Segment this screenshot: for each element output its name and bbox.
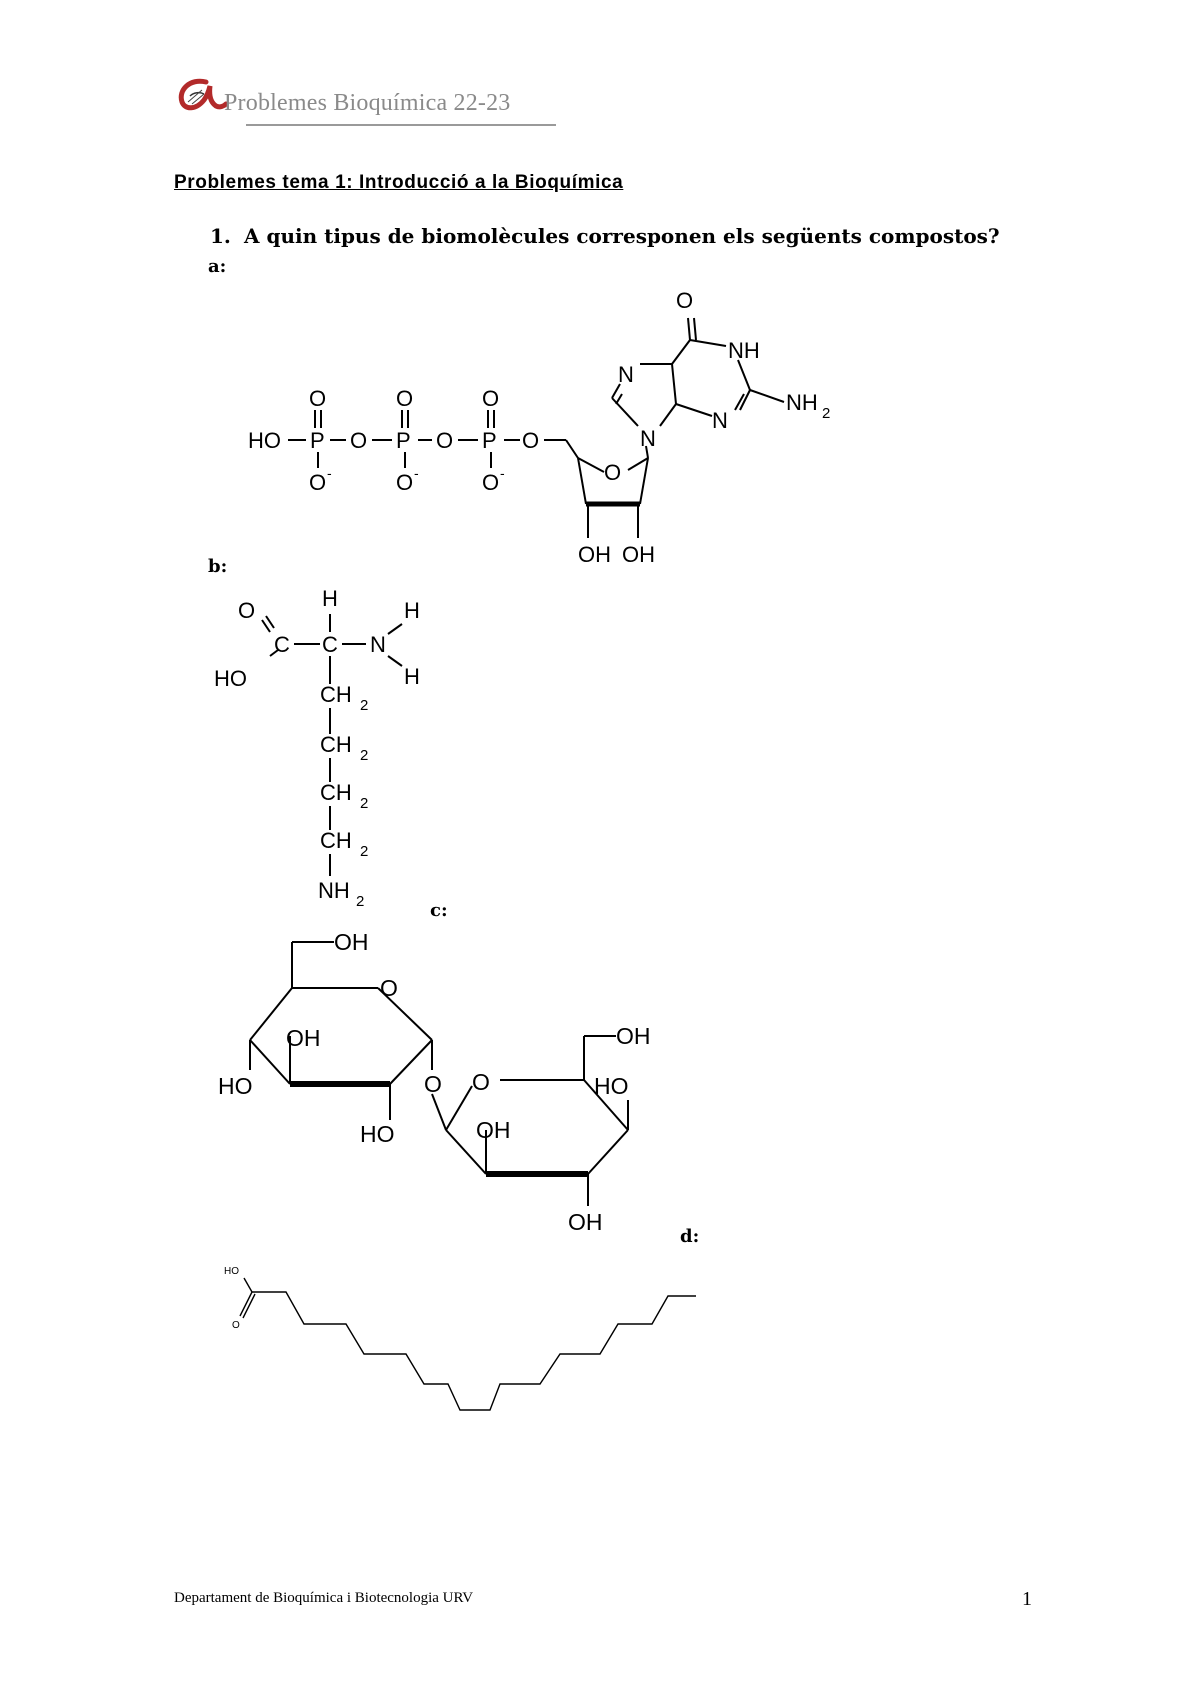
svg-text:2: 2: [360, 843, 368, 860]
svg-text:OH: OH: [622, 542, 655, 567]
compound-c-label: c:: [430, 900, 448, 921]
svg-text:P: P: [396, 428, 411, 453]
svg-text:HO: HO: [214, 666, 247, 691]
urv-logo-icon: [178, 78, 228, 111]
svg-text:O: O: [522, 428, 539, 453]
svg-text:OH: OH: [286, 1025, 321, 1051]
svg-text:HO: HO: [594, 1073, 629, 1099]
svg-text:HO: HO: [218, 1073, 253, 1099]
svg-text:O: O: [238, 598, 255, 623]
svg-text:O: O: [396, 386, 413, 411]
svg-text:H: H: [322, 586, 338, 611]
question-number: 1.: [210, 224, 231, 248]
svg-text:OH: OH: [568, 1209, 603, 1235]
svg-text:O: O: [309, 386, 326, 411]
svg-text:CH: CH: [320, 732, 352, 757]
svg-text:OH: OH: [476, 1117, 511, 1143]
svg-text:2: 2: [360, 697, 368, 714]
svg-text:H: H: [404, 664, 420, 689]
svg-text:-: -: [500, 465, 505, 481]
svg-text:N: N: [618, 362, 634, 387]
svg-text:O: O: [436, 428, 453, 453]
compound-d-structure: [239, 1277, 696, 1411]
svg-text:P: P: [482, 428, 497, 453]
svg-text:OH: OH: [616, 1023, 651, 1049]
svg-text:2: 2: [356, 893, 364, 910]
footer-department: Departament de Bioquímica i Biotecnologi…: [174, 1590, 474, 1606]
svg-text:HO: HO: [360, 1121, 395, 1147]
svg-text:CH: CH: [320, 780, 352, 805]
compound-d-atoms: HO O: [224, 1266, 240, 1331]
header-rule: [246, 124, 556, 126]
svg-text:N: N: [370, 632, 386, 657]
svg-text:O: O: [482, 386, 499, 411]
compound-c-atoms: OH O OH HO HO O O OH HO OH OH: [218, 929, 651, 1235]
compound-c-structure: [249, 941, 629, 1206]
compound-a-structure: [288, 317, 785, 538]
svg-text:O: O: [232, 1320, 240, 1331]
svg-text:-: -: [414, 465, 419, 481]
svg-text:O: O: [380, 975, 398, 1001]
svg-text:P: P: [310, 428, 325, 453]
svg-text:O: O: [350, 428, 367, 453]
compound-b-atoms: O C C H N H H HO CH 2 CH 2 CH 2 CH 2 NH …: [214, 586, 420, 910]
compound-b-structure: [261, 614, 403, 876]
compound-a-label: a:: [208, 256, 227, 277]
question-text: A quin tipus de biomolècules corresponen…: [244, 224, 1000, 248]
compound-a-atoms: HO P O P O P O O O O O - O - O - O N N N…: [248, 288, 830, 567]
page-number: 1: [1022, 1588, 1032, 1610]
svg-text:O: O: [676, 288, 693, 313]
svg-text:HO: HO: [224, 1266, 239, 1277]
svg-text:H: H: [404, 598, 420, 623]
svg-text:O: O: [482, 470, 499, 495]
svg-text:N: N: [712, 408, 728, 433]
svg-text:O: O: [424, 1071, 442, 1097]
svg-text:2: 2: [360, 795, 368, 812]
section-title: Problemes tema 1: Introducció a la Bioqu…: [174, 172, 624, 193]
header-title: Problemes Bioquímica 22-23: [224, 90, 511, 116]
svg-text:N: N: [640, 426, 656, 451]
compound-d-label: d:: [680, 1226, 700, 1247]
compound-b-label: b:: [208, 556, 228, 577]
svg-text:2: 2: [360, 747, 368, 764]
svg-text:NH: NH: [318, 878, 350, 903]
svg-text:O: O: [396, 470, 413, 495]
svg-text:CH: CH: [320, 682, 352, 707]
svg-text:NH: NH: [786, 390, 818, 415]
svg-text:2: 2: [822, 405, 830, 422]
svg-text:C: C: [274, 632, 290, 657]
svg-text:NH: NH: [728, 338, 760, 363]
svg-text:OH: OH: [578, 542, 611, 567]
svg-text:HO: HO: [248, 428, 281, 453]
svg-text:-: -: [327, 465, 332, 481]
svg-text:O: O: [309, 470, 326, 495]
svg-text:C: C: [322, 632, 338, 657]
svg-text:CH: CH: [320, 828, 352, 853]
svg-text:OH: OH: [334, 929, 369, 955]
svg-text:O: O: [472, 1069, 490, 1095]
svg-text:O: O: [604, 460, 621, 485]
